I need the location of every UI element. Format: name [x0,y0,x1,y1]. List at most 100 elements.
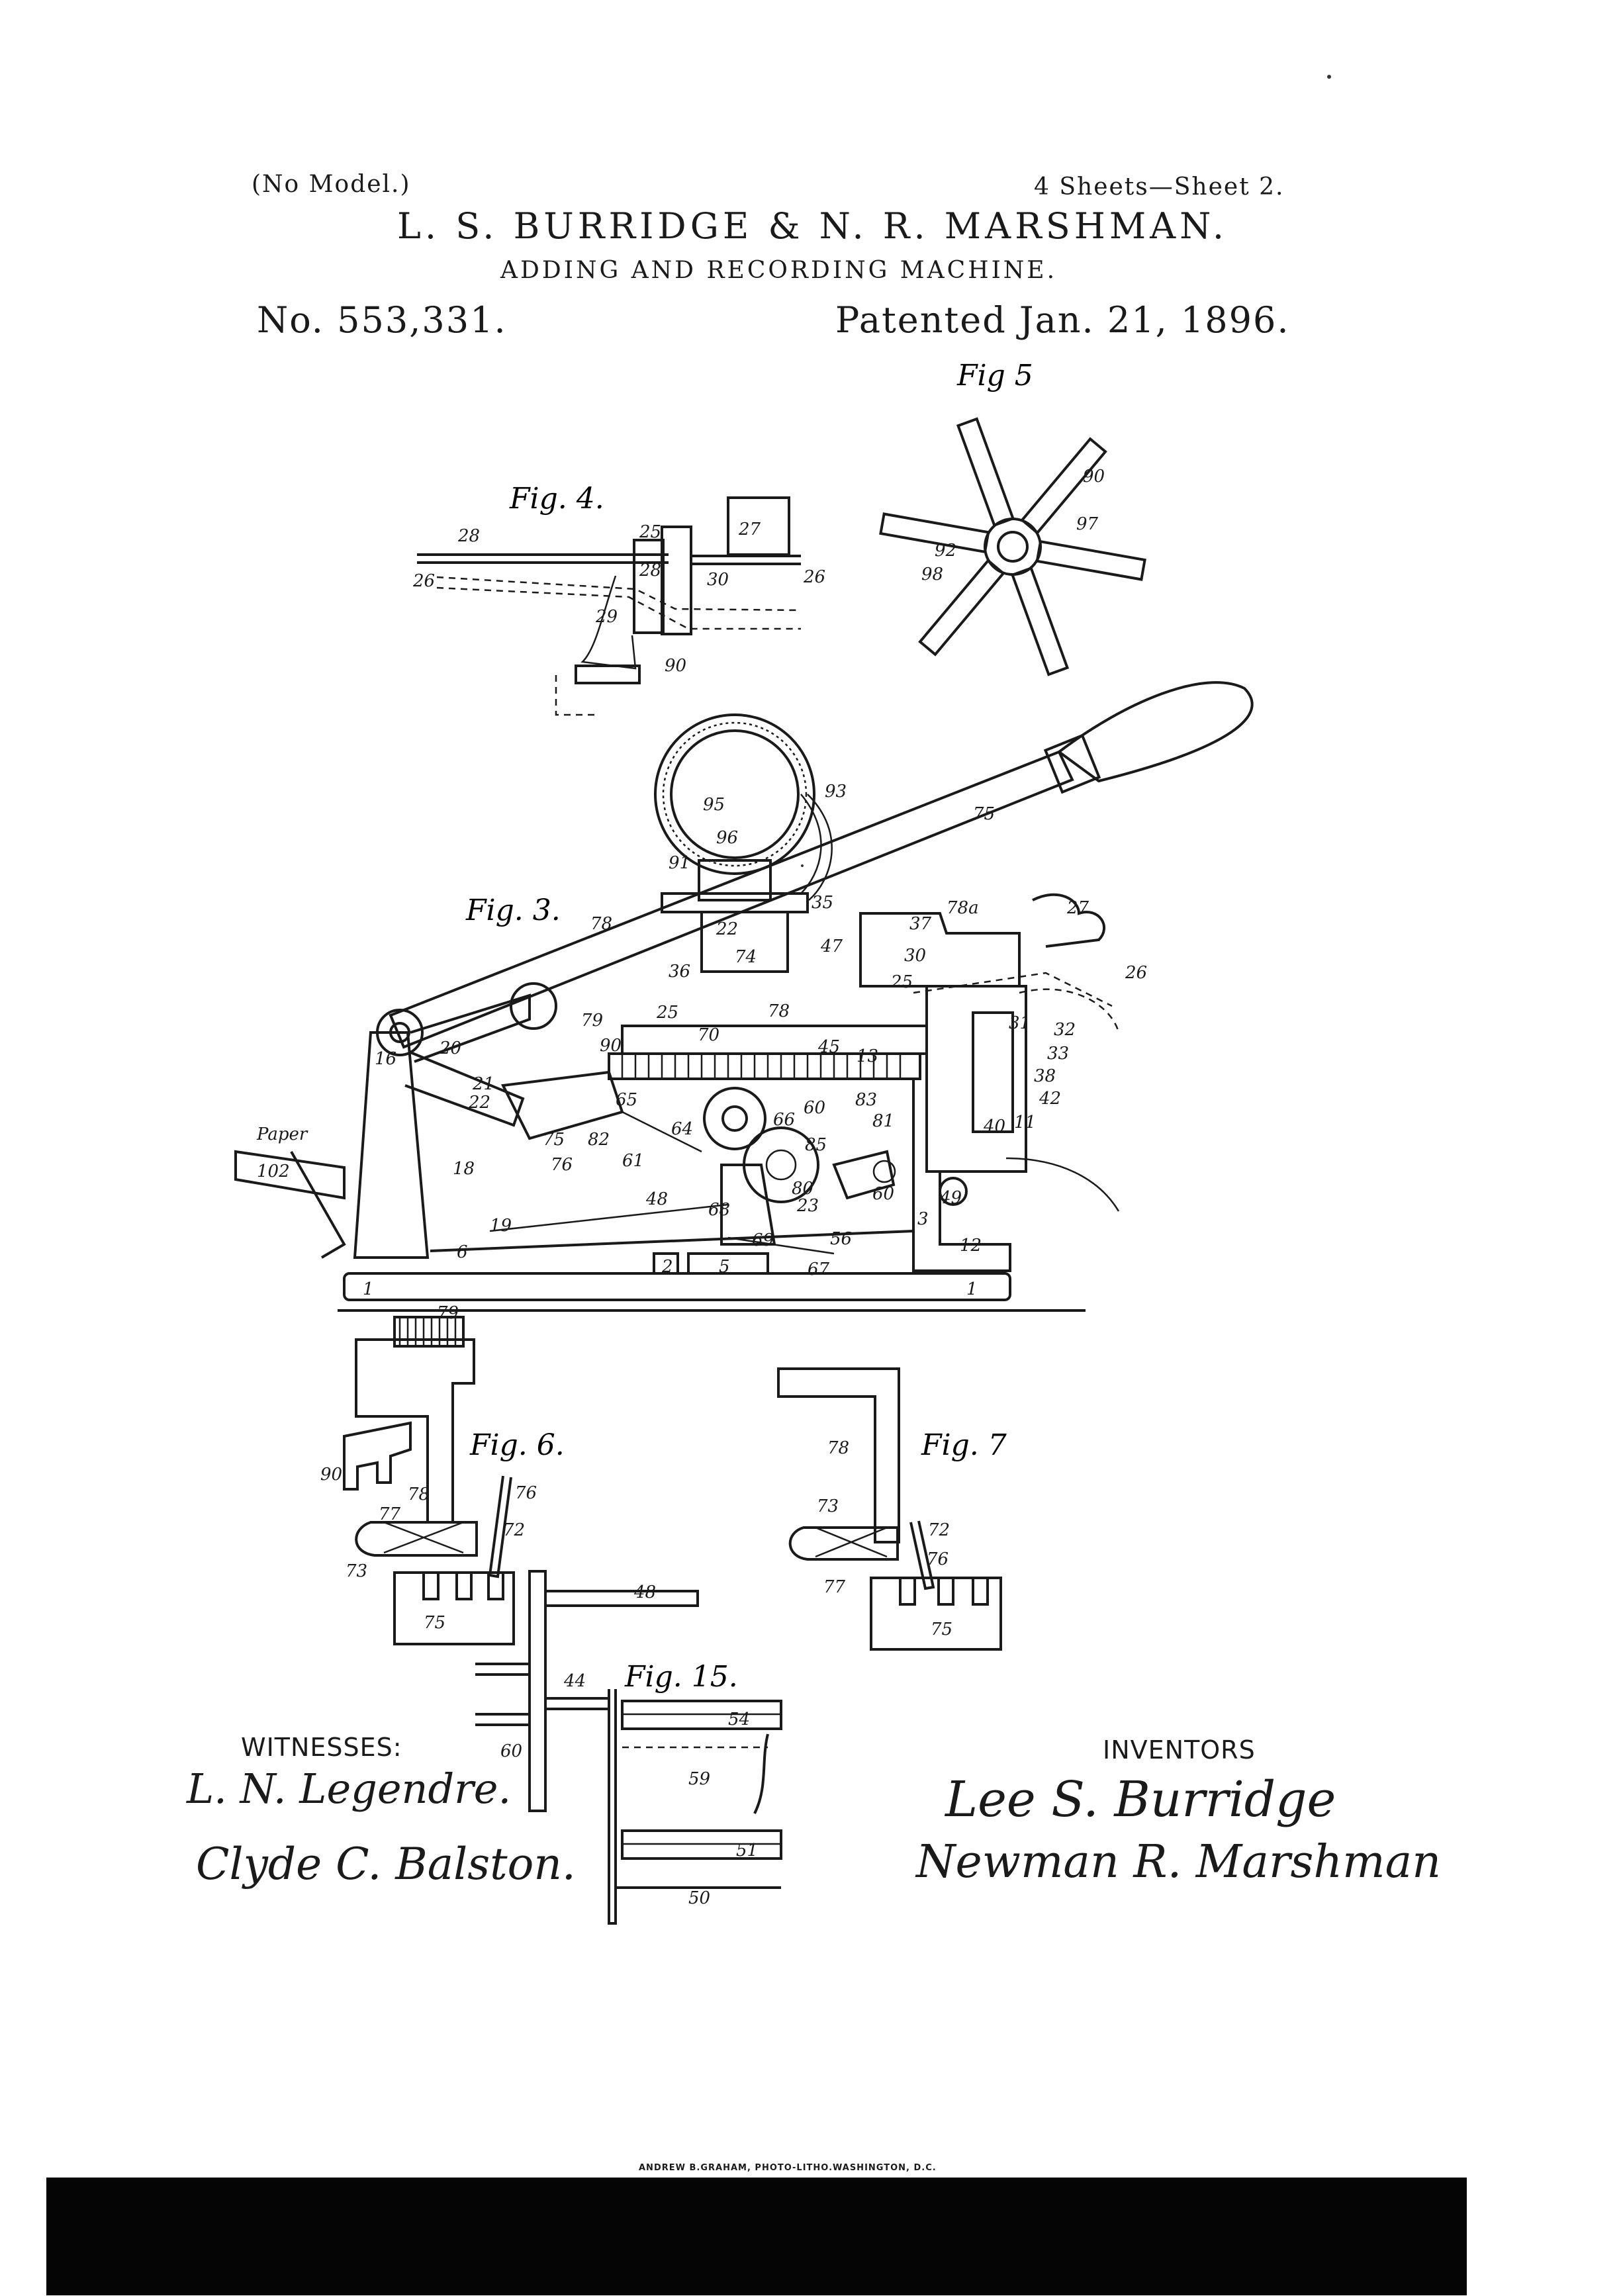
svg-text:60: 60 [804,1098,825,1118]
svg-text:82: 82 [588,1130,610,1150]
svg-text:96: 96 [716,828,738,848]
svg-text:75: 75 [931,1620,952,1639]
svg-text:26: 26 [803,567,825,587]
svg-text:22: 22 [468,1093,490,1113]
svg-text:44: 44 [563,1671,586,1691]
fig4-label: Fig. 4. [509,482,604,516]
witnesses-label: WITNESSES: [241,1733,402,1762]
figure-7-drawing: Fig. 7 78 73 72 76 77 75 [777,1367,1007,1651]
svg-text:48: 48 [633,1583,656,1602]
svg-text:45: 45 [817,1037,840,1057]
svg-text:47: 47 [820,937,843,956]
svg-text:75: 75 [424,1613,445,1633]
svg-text:1: 1 [363,1279,374,1299]
svg-text:73: 73 [346,1561,367,1581]
svg-text:12: 12 [960,1236,982,1256]
svg-text:102: 102 [257,1162,290,1181]
svg-text:92: 92 [935,541,956,561]
svg-text:81: 81 [872,1111,894,1131]
svg-text:78: 78 [408,1485,430,1504]
svg-text:25: 25 [656,1003,678,1023]
figure-3-drawing: Fig. 3. Paper [234,681,1254,1312]
svg-text:13: 13 [857,1046,878,1066]
svg-text:21: 21 [472,1074,494,1094]
svg-text:49: 49 [939,1188,962,1208]
figure-6-drawing: Fig. 6. 79 90 78 76 77 72 73 75 [320,1303,565,1645]
patent-date: Patented Jan. 21, 1896. [835,299,1290,341]
svg-text:78a: 78a [947,898,979,918]
svg-text:32: 32 [1054,1020,1076,1040]
inventor-signature-1: Lee S. Burridge [945,1771,1336,1828]
svg-text:77: 77 [823,1577,846,1597]
svg-text:90: 90 [320,1465,342,1485]
witness-signature-2: Clyde C. Balston. [196,1839,576,1890]
patent-number: No. 553,331. [257,299,507,341]
svg-text:28: 28 [639,561,661,580]
svg-text:54: 54 [728,1710,750,1729]
svg-text:27: 27 [738,520,761,539]
svg-text:68: 68 [708,1200,730,1220]
svg-text:5: 5 [719,1257,730,1277]
svg-text:79: 79 [581,1011,603,1031]
svg-text:75: 75 [543,1130,565,1150]
svg-text:22: 22 [716,919,738,939]
fig5-label: Fig 5 [956,359,1033,392]
svg-text:90: 90 [1083,467,1105,486]
svg-text:60: 60 [500,1741,522,1761]
svg-text:50: 50 [688,1888,710,1908]
machine-title: ADDING AND RECORDING MACHINE. [500,257,1058,284]
fig7-label: Fig. 7 [921,1428,1007,1462]
svg-text:38: 38 [1034,1066,1056,1086]
svg-text:72: 72 [503,1520,525,1540]
svg-text:76: 76 [515,1483,537,1503]
paper-label: Paper [256,1125,308,1144]
witness-signature-1: L. N. Legendre. [187,1765,512,1813]
svg-text:25: 25 [639,522,661,542]
svg-text:85: 85 [805,1135,827,1155]
svg-text:65: 65 [616,1090,637,1110]
svg-text:80: 80 [792,1179,813,1199]
svg-text:98: 98 [921,565,943,584]
svg-text:42: 42 [1039,1089,1061,1109]
fig3-label: Fig. 3. [465,894,561,927]
svg-text:37: 37 [909,914,932,934]
svg-text:97: 97 [1076,514,1099,534]
inventor-signature-2: Newman R. Marshman [916,1836,1441,1888]
fig15-label: Fig. 15. [624,1660,738,1694]
svg-text:66: 66 [773,1110,795,1130]
svg-text:78: 78 [827,1438,849,1458]
svg-text:61: 61 [622,1151,644,1171]
svg-text:31: 31 [1009,1013,1031,1033]
svg-text:27: 27 [1066,898,1090,918]
svg-text:28: 28 [457,526,480,546]
svg-text:6: 6 [457,1242,468,1262]
no-model-note: (No Model.) [252,171,411,198]
figure-4-drawing: Fig. 4. 28 26 25 28 27 30 26 29 90 [412,482,825,716]
svg-text:11: 11 [1014,1113,1036,1132]
svg-text:79: 79 [437,1303,459,1323]
svg-text:90: 90 [665,656,686,676]
svg-text:73: 73 [817,1496,839,1516]
svg-text:26: 26 [1125,963,1147,983]
svg-text:70: 70 [698,1025,719,1045]
svg-text:30: 30 [707,570,729,590]
svg-text:40: 40 [983,1117,1005,1136]
svg-text:69: 69 [752,1230,774,1250]
svg-text:33: 33 [1047,1044,1069,1064]
svg-text:67: 67 [808,1260,830,1279]
svg-text:78: 78 [590,914,612,934]
svg-text:90: 90 [600,1036,622,1056]
svg-text:76: 76 [927,1549,949,1569]
svg-text:51: 51 [736,1841,758,1860]
svg-text:93: 93 [825,782,847,802]
svg-text:18: 18 [453,1159,475,1179]
svg-text:35: 35 [812,893,833,913]
fig6-label: Fig. 6. [469,1428,565,1462]
svg-text:95: 95 [703,795,725,815]
svg-text:30: 30 [904,946,926,966]
svg-text:16: 16 [375,1049,396,1069]
inventors-names-heading: L. S. BURRIDGE & N. R. MARSHMAN. [397,205,1229,247]
svg-text:56: 56 [830,1229,852,1249]
svg-text:75: 75 [973,804,995,824]
